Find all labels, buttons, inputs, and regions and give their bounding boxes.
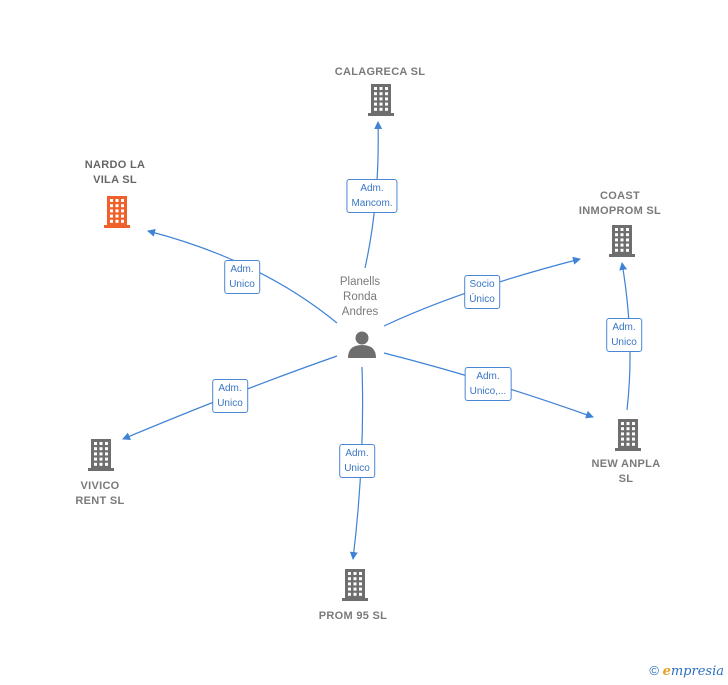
person-icon	[348, 331, 376, 358]
building-icon	[609, 225, 635, 257]
company-node-calagreca[interactable]: CALAGRECA SL	[335, 66, 426, 116]
company-node-newanpla[interactable]: NEW ANPLA SL	[592, 419, 661, 485]
person-name: Ronda	[343, 291, 377, 303]
relation-label[interactable]: Adm. Unico	[606, 318, 642, 352]
company-name: SL	[619, 473, 634, 485]
company-name: INMOPROM SL	[579, 205, 661, 217]
building-icon	[104, 196, 130, 228]
relation-label[interactable]: Adm. Mancom.	[346, 179, 398, 213]
company-node-nardo[interactable]: NARDO LA VILA SL	[85, 159, 145, 228]
company-node-prom95[interactable]: PROM 95 SL	[319, 569, 387, 622]
relation-label-line: Adm.	[218, 383, 242, 394]
relation-label-line: Adm.	[476, 371, 500, 382]
person-name: Planells	[340, 276, 381, 288]
company-name: VIVICO	[80, 480, 119, 492]
relation-label-line: Mancom.	[351, 198, 393, 209]
relation-label-line: Unico,...	[469, 386, 507, 397]
company-name: COAST	[600, 190, 640, 202]
relation-label-line: Adm.	[345, 448, 369, 459]
building-icon	[615, 419, 641, 451]
company-name: VILA SL	[93, 174, 137, 186]
company-name: PROM 95 SL	[319, 610, 387, 622]
relation-label-line: Unico	[344, 463, 370, 474]
relation-label[interactable]: Adm. Unico	[212, 379, 248, 413]
footer-brand: © empresia	[649, 663, 724, 679]
company-name: RENT SL	[75, 495, 124, 507]
building-icon	[368, 84, 394, 116]
relation-label-line: Adm.	[360, 183, 384, 194]
company-node-vivico[interactable]: VIVICO RENT SL	[75, 439, 124, 507]
building-icon	[88, 439, 114, 471]
company-node-coast[interactable]: COAST INMOPROM SL	[579, 190, 661, 257]
relation-label-line: Unico	[229, 279, 255, 290]
relation-label-line: Unico	[217, 398, 243, 409]
copyright-symbol: ©	[649, 663, 659, 678]
person-name: Andres	[342, 306, 379, 318]
relation-label[interactable]: Adm. Unico	[339, 444, 375, 478]
relation-label-line: Socio	[469, 279, 495, 290]
building-icon	[342, 569, 368, 601]
relation-label-line: Único	[469, 294, 495, 305]
relation-label[interactable]: Adm. Unico,...	[464, 367, 512, 401]
brand-logo: empresia	[662, 664, 724, 679]
company-name: NEW ANPLA	[592, 458, 661, 470]
company-name: NARDO LA	[85, 159, 145, 171]
company-name: CALAGRECA SL	[335, 66, 426, 78]
relation-label[interactable]: Adm. Unico	[224, 260, 260, 294]
relation-label-line: Unico	[611, 337, 637, 348]
relation-label-line: Adm.	[230, 264, 254, 275]
relation-label-line: Adm.	[612, 322, 636, 333]
